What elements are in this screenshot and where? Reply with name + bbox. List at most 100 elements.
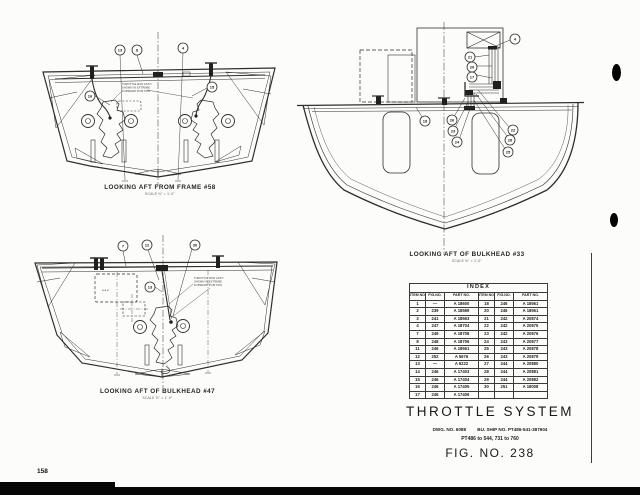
callout-bubble: 20 <box>466 61 478 73</box>
caption-frame58: LOOKING AFT FROM FRAME #58 <box>104 184 216 191</box>
cell: A 20876 <box>512 329 549 339</box>
svg-text:THROTTLE ROD ASS'Y: THROTTLE ROD ASS'Y <box>122 82 152 86</box>
system-title: THROTTLE SYSTEM <box>405 404 574 419</box>
svg-text:4: 4 <box>182 46 185 51</box>
annotation-note: THROTTLE ROD ASS'Y SHOWN IN EXTREME FORW… <box>110 82 194 103</box>
svg-text:30: 30 <box>193 243 198 248</box>
drawing-frame58: THROTTLE ROD ASS'Y SHOWN IN EXTREME FORW… <box>42 32 276 186</box>
callout-leader-lines <box>122 248 193 317</box>
svg-text:28: 28 <box>508 138 513 143</box>
cell: 239 <box>425 307 445 316</box>
svg-text:20: 20 <box>470 65 475 70</box>
cell: 1 <box>409 299 426 309</box>
cell: 26 <box>478 352 495 362</box>
cell: 15 <box>409 375 426 385</box>
cell: A 20879 <box>512 352 549 362</box>
col-header: FIG.NO. <box>425 292 445 301</box>
dashed-fitting-box <box>116 100 142 112</box>
cell <box>478 390 495 400</box>
cell: 244 <box>494 360 514 369</box>
bu-ship-no: BU. SHIP NO. PT486-541-387604 <box>477 427 548 432</box>
annotation-note: THROTTLE ROD ASS'Y SHOWN IN EXTREME FORW… <box>168 276 224 318</box>
callout-leader-lines <box>415 39 511 150</box>
cell: A 17405 <box>444 383 479 392</box>
caption-bulkhead47: LOOKING AFT OF BULKHEAD #47 <box>99 388 216 395</box>
cell: 246 <box>425 345 445 354</box>
svg-text:18: 18 <box>423 119 428 124</box>
cell: 29 <box>478 375 495 385</box>
cell: A 17406 <box>444 390 479 400</box>
punch-hole-mark-top <box>612 64 621 81</box>
cell: A 18589 <box>444 307 479 316</box>
dwg-no: DWG. NO. 6088 <box>432 427 467 432</box>
cell: 7 <box>409 329 426 339</box>
cell: 13 <box>409 360 426 369</box>
cell: 246 <box>425 390 445 400</box>
callout-bubble: 16 <box>84 90 96 102</box>
figure-number: FIG. NO. 238 <box>445 446 535 460</box>
scale-note-frame58: SCALE ⅜″ = 1′-0″ <box>145 192 175 196</box>
cell: 242 <box>494 329 514 339</box>
svg-text:17: 17 <box>470 75 475 80</box>
cell: A 20875 <box>512 322 549 331</box>
scale-note-bulkhead33: SCALE ⅜″ = 1′-0″ <box>452 259 482 263</box>
col-header: PART NO. <box>512 292 549 301</box>
hull-outline <box>34 261 278 378</box>
station-lines <box>119 52 184 182</box>
callout-bubble: 22 <box>507 124 519 136</box>
center-engine <box>133 305 190 375</box>
callout-bubble: 13 <box>114 44 126 56</box>
cell: — <box>425 360 445 369</box>
buttock-lines <box>114 270 211 376</box>
svg-text:13: 13 <box>118 48 123 53</box>
applicability-line: PT486 to 544, 731 to 760 <box>461 436 519 442</box>
deck-beam <box>54 62 266 83</box>
cell: 252 <box>425 352 445 362</box>
hull-outline <box>302 102 579 230</box>
cell: A 18561 <box>444 345 479 354</box>
svg-text:ø ø ø: ø ø ø <box>102 288 109 292</box>
cell: 244 <box>494 367 514 377</box>
cell: A 18708 <box>444 329 479 339</box>
cell: A 17404 <box>444 375 479 385</box>
cell: A 18563 <box>444 314 479 324</box>
callout-bubble: 28 <box>504 134 516 146</box>
punch-hole-mark-bottom <box>610 213 618 227</box>
cell: A 20878 <box>512 345 549 354</box>
table-header-row: ITEM NO. FIG.NO. PART NO. ITEM NO. FIG.N… <box>409 292 549 301</box>
svg-text:26: 26 <box>450 118 455 123</box>
cell: 28 <box>478 367 495 377</box>
cell: — <box>425 299 445 309</box>
cell: 4 <box>409 322 426 331</box>
port-engine <box>81 99 138 159</box>
cell: 242 <box>494 314 514 324</box>
scan-edge-shadow-bottom <box>0 487 640 495</box>
cell: 25 <box>478 345 495 354</box>
svg-text:24: 24 <box>455 140 460 145</box>
svg-text:22: 22 <box>511 128 516 133</box>
svg-text:4: 4 <box>514 37 517 42</box>
callout-bubble: 25 <box>502 146 514 158</box>
index-title: INDEX <box>408 283 549 293</box>
cell: A 18706 <box>444 337 479 347</box>
cell: 249 <box>425 329 445 339</box>
svg-text:SHOWN IN EXTREME: SHOWN IN EXTREME <box>194 280 222 284</box>
cell: 16 <box>409 383 426 392</box>
cell: 246 <box>425 367 445 377</box>
throttle-console <box>466 31 501 50</box>
cell: A 20880 <box>512 360 549 369</box>
cell: 14 <box>409 367 426 377</box>
cell: A 17403 <box>444 367 479 377</box>
cell: 24 <box>478 337 495 347</box>
cell: A 20882 <box>512 375 549 385</box>
callout-bubble: 23 <box>447 125 459 137</box>
svg-text:SHOWN IN EXTREME: SHOWN IN EXTREME <box>122 86 150 90</box>
cell: A 20881 <box>512 367 549 377</box>
cell: A 20877 <box>512 337 549 347</box>
